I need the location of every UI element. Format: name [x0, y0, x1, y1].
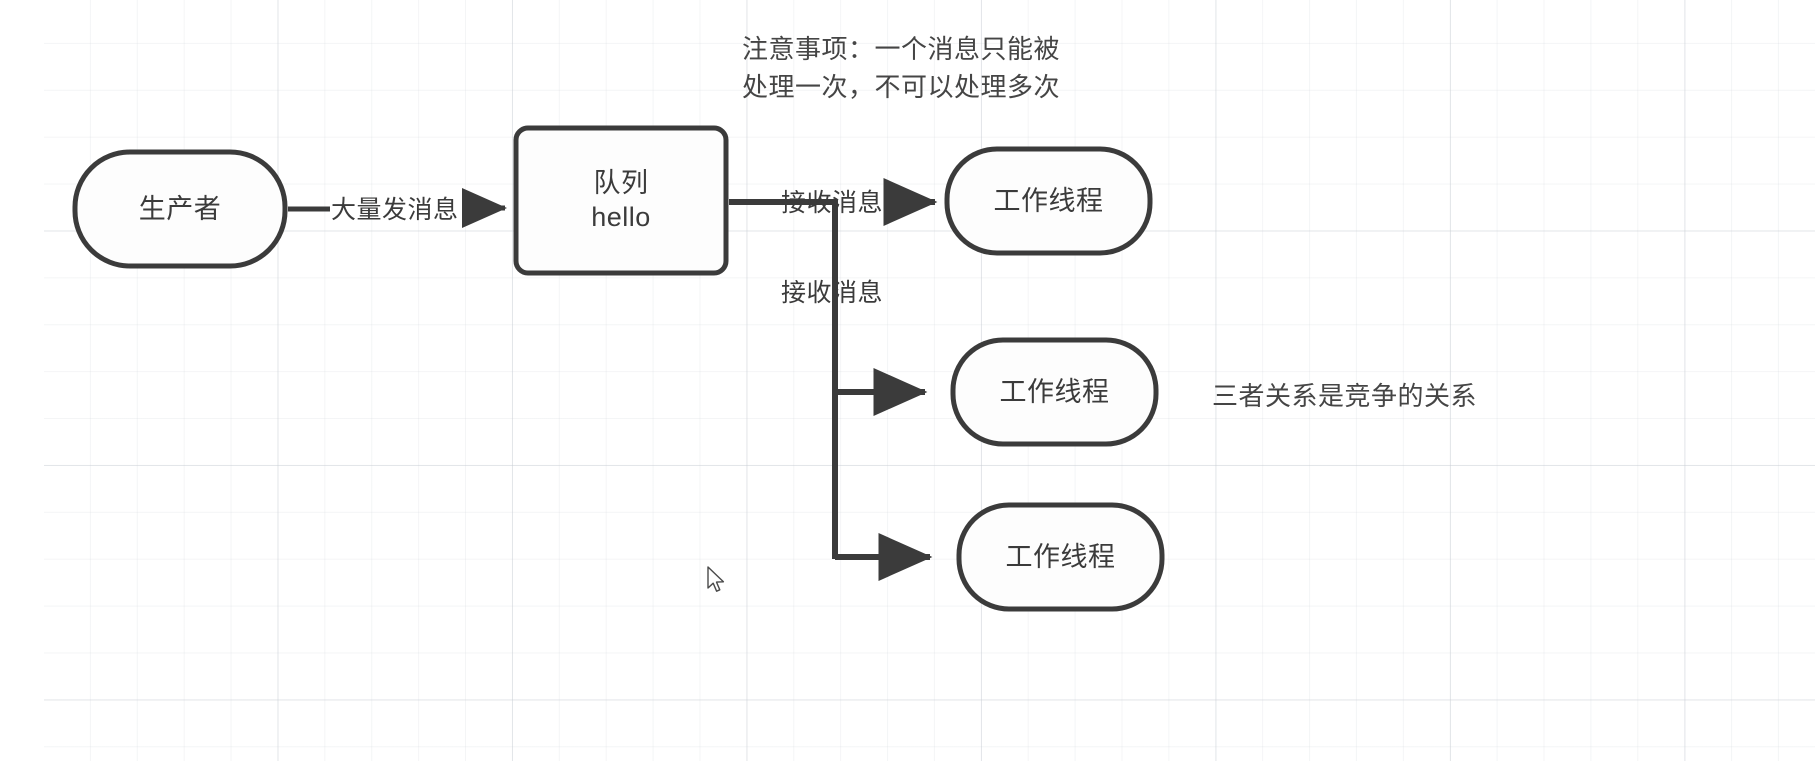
node-worker2-label: 工作线程 — [999, 377, 1110, 407]
mouse-pointer-icon — [707, 566, 725, 592]
node-worker1-label: 工作线程 — [993, 186, 1104, 216]
edge-label-queue-worker1: 接收消息 — [781, 189, 884, 217]
node-producer-shape[interactable] — [72, 149, 288, 269]
node-worker1-shape[interactable] — [944, 146, 1153, 256]
node-queue-label-line2: hello — [591, 202, 651, 232]
annotation-note-top-line1: 注意事项：一个消息只能被 — [742, 34, 1061, 64]
edge-label-producer-queue: 大量发消息 — [331, 196, 459, 224]
grid-background — [44, 0, 1815, 761]
annotation-note-right: 三者关系是竞争的关系 — [1212, 381, 1478, 411]
node-worker2-shape[interactable] — [950, 337, 1159, 447]
node-producer-label: 生产者 — [138, 194, 222, 224]
edge-label-queue-worker2: 接收消息 — [781, 279, 884, 307]
node-queue-shape[interactable] — [513, 125, 729, 276]
node-worker3-label: 工作线程 — [1005, 542, 1116, 572]
node-worker3-shape[interactable] — [956, 502, 1165, 612]
annotation-note-top-line2: 处理一次，不可以处理多次 — [742, 72, 1061, 102]
node-queue-label-line1: 队列 — [593, 168, 649, 198]
